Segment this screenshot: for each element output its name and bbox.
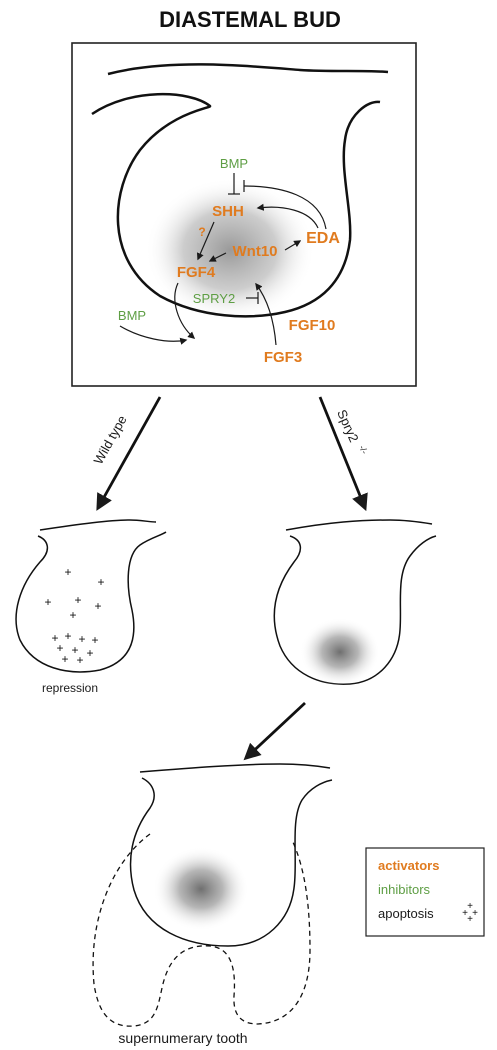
mutant-signaling-center [300,618,380,686]
svg-text:+: + [51,631,58,645]
wild-type-arrow [96,396,162,511]
fgf10-label: FGF10 [289,317,336,334]
bmp-left-label: BMP [118,308,146,323]
shh-label: SHH [212,203,244,220]
svg-text:+: + [467,901,473,912]
epithelium-top-line [107,63,389,76]
svg-text:+: + [467,914,473,925]
supernumerary-signaling-center [153,847,249,931]
legend-box [365,847,485,937]
wnt10-label: Wnt10 [233,243,278,260]
svg-text:+: + [94,599,101,613]
svg-text:+: + [74,593,81,607]
svg-text:+: + [86,646,93,660]
network-arrows [119,173,327,346]
wild-type-epithelium-line [39,519,157,531]
bmp-left-arrow [119,325,188,345]
diagram-title: DIASTEMAL BUD [159,7,341,32]
eda-to-shh-arrow [256,203,319,229]
supernumerary-bud-outline [129,777,333,947]
fgf4-outgoing-arrow [174,282,196,339]
repression-label: repression [42,681,98,695]
apoptosis-plus-icon: + + + + [462,901,478,925]
spry2-mutant-label-group: Spry2 -/- [334,407,370,456]
svg-text:+: + [69,608,76,622]
svg-text:+: + [472,908,478,919]
svg-text:+: + [64,629,71,643]
fgf3-to-center-arrow [255,282,277,346]
wild-type-label: Wild type [91,413,130,467]
bud-outline [91,93,381,318]
svg-text:+: + [76,653,83,667]
svg-text:+: + [462,908,468,919]
svg-text:+: + [71,643,78,657]
svg-text:+: + [64,565,71,579]
wild-type-bud-outline [15,531,167,673]
svg-text:+: + [44,595,51,609]
legend-apoptosis: apoptosis [378,906,434,921]
legend-inhibitors: inhibitors [378,882,431,897]
svg-text:+: + [61,652,68,666]
supernumerary-epithelium-line [139,763,331,773]
fgf3-label: FGF3 [264,349,302,366]
wnt10-to-eda-arrow [284,240,302,251]
svg-text:+: + [97,575,104,589]
eda-label: EDA [306,230,340,247]
apoptosis-marks: + + + + + + + + + + + + + + + [44,565,104,667]
svg-text:+: + [56,641,63,655]
svg-text:+: + [91,633,98,647]
spry2-label: SPRY2 [193,291,235,306]
supernumerary-dashed-outline [92,833,311,1027]
spry2-mutant-arrow [318,396,368,512]
wnt10-to-fgf4-arrow [208,252,227,262]
legend-activators: activators [378,858,439,873]
fgf4-label: FGF4 [177,264,216,281]
question-label: ? [198,225,205,239]
shh-to-fgf4-arrow [196,221,215,261]
svg-text:+: + [78,632,85,646]
mutant-epithelium-line [285,519,433,531]
spry2-mutant-superscript: -/- [357,444,370,456]
bmp-top-label: BMP [220,156,248,171]
signaling-center-shading [145,178,315,322]
eda-inhibits-bmp-line [243,185,327,230]
to-supernumerary-arrow [243,701,306,761]
supernumerary-label: supernumerary tooth [118,1030,247,1046]
